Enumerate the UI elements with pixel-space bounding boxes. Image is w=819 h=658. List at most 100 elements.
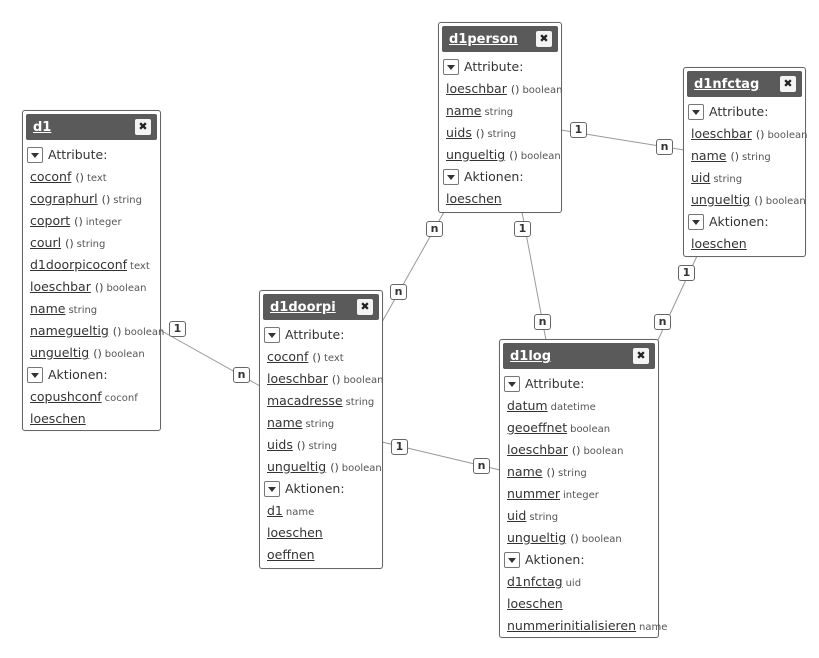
attribute-row: loeschbar()boolean bbox=[684, 123, 807, 145]
section-label: Aktionen: bbox=[285, 481, 345, 496]
entity-d1[interactable]: d1 ✖ Attribute: coconf()text cographurl(… bbox=[22, 110, 164, 431]
chevron-down-icon[interactable] bbox=[443, 58, 459, 75]
close-icon[interactable]: ✖ bbox=[357, 299, 373, 315]
attribute-name[interactable]: loeschbar bbox=[691, 126, 752, 141]
chevron-down-icon[interactable] bbox=[504, 375, 520, 392]
attribute-name[interactable]: name bbox=[30, 301, 66, 316]
attribute-name[interactable]: ungueltig bbox=[691, 192, 751, 207]
close-icon[interactable]: ✖ bbox=[780, 76, 796, 92]
attributes-section-toggle[interactable]: Attribute: bbox=[500, 373, 658, 395]
action-name[interactable]: loeschen bbox=[30, 411, 86, 426]
attribute-name[interactable]: ungueltig bbox=[30, 345, 90, 360]
attribute-name[interactable]: ungueltig bbox=[267, 459, 327, 474]
attribute-name[interactable]: coconf bbox=[267, 349, 309, 364]
attribute-name[interactable]: loeschbar bbox=[507, 442, 568, 457]
chevron-down-icon[interactable] bbox=[688, 213, 704, 230]
attribute-type: string bbox=[558, 468, 587, 479]
cardinality-marker: 1 bbox=[391, 439, 408, 455]
action-row: loeschen bbox=[23, 408, 160, 430]
attribute-row: ungueltig()boolean bbox=[500, 527, 658, 549]
attribute-params: () bbox=[546, 466, 556, 479]
attribute-name[interactable]: name bbox=[446, 103, 482, 118]
attribute-name[interactable]: datum bbox=[507, 398, 548, 413]
chevron-down-icon[interactable] bbox=[443, 168, 459, 185]
entity-d1nfctag[interactable]: d1nfctag ✖ Attribute: loeschbar()boolean… bbox=[683, 67, 807, 257]
attribute-name[interactable]: uids bbox=[446, 125, 472, 140]
attribute-name[interactable]: name bbox=[691, 148, 727, 163]
attribute-name[interactable]: cographurl bbox=[30, 191, 98, 206]
attribute-name[interactable]: d1doorpicoconf bbox=[30, 257, 128, 272]
chevron-down-icon[interactable] bbox=[504, 551, 520, 568]
entity-title[interactable]: d1person bbox=[449, 32, 518, 47]
action-name[interactable]: copushconf bbox=[30, 389, 102, 404]
attribute-name[interactable]: loeschbar bbox=[267, 371, 328, 386]
entity-d1doorpi[interactable]: d1doorpi ✖ Attribute: coconf()text loesc… bbox=[259, 290, 383, 569]
cardinality-marker: 1 bbox=[169, 321, 186, 337]
entity-d1person[interactable]: d1person ✖ Attribute: loeschbar()boolean… bbox=[438, 22, 562, 213]
chevron-down-icon[interactable] bbox=[264, 480, 280, 497]
chevron-down-icon[interactable] bbox=[688, 103, 704, 120]
attributes-section-toggle[interactable]: Attribute: bbox=[684, 101, 805, 123]
action-name[interactable]: oeffnen bbox=[267, 547, 315, 562]
action-name[interactable]: d1 bbox=[267, 503, 283, 518]
attribute-name[interactable]: coconf bbox=[30, 169, 72, 184]
attribute-name[interactable]: uid bbox=[691, 170, 711, 185]
actions-section-toggle[interactable]: Aktionen: bbox=[260, 478, 382, 500]
attributes-section-toggle[interactable]: Attribute: bbox=[260, 324, 382, 346]
attribute-name[interactable]: ungueltig bbox=[507, 530, 567, 545]
entity-title[interactable]: d1nfctag bbox=[694, 77, 760, 92]
action-name[interactable]: loeschen bbox=[691, 236, 747, 251]
attribute-name[interactable]: name bbox=[267, 415, 303, 430]
entity-title[interactable]: d1log bbox=[510, 349, 552, 364]
attribute-name[interactable]: coport bbox=[30, 213, 71, 228]
attribute-type: text bbox=[130, 261, 150, 272]
attribute-name[interactable]: macadresse bbox=[267, 393, 343, 408]
attribute-params: () bbox=[112, 325, 122, 338]
attribute-row: uids()string bbox=[260, 434, 382, 456]
attribute-name[interactable]: nummer bbox=[507, 486, 561, 501]
attribute-type: boolean bbox=[341, 463, 382, 474]
attribute-name[interactable]: loeschbar bbox=[446, 81, 507, 96]
action-name[interactable]: nummerinitialisieren bbox=[507, 618, 637, 633]
action-name[interactable]: loeschen bbox=[446, 191, 502, 206]
attribute-name[interactable]: uids bbox=[267, 437, 293, 452]
attribute-type: boolean bbox=[570, 424, 611, 435]
action-name[interactable]: d1nfctag bbox=[507, 574, 563, 589]
actions-section-toggle[interactable]: Aktionen: bbox=[500, 549, 658, 571]
section-label: Aktionen: bbox=[464, 169, 524, 184]
actions-section-toggle[interactable]: Aktionen: bbox=[439, 166, 561, 188]
action-name[interactable]: loeschen bbox=[507, 596, 563, 611]
attribute-name[interactable]: ungueltig bbox=[446, 147, 506, 162]
chevron-down-icon[interactable] bbox=[27, 366, 43, 383]
attribute-params: () bbox=[570, 532, 579, 545]
attribute-params: () bbox=[509, 149, 518, 162]
attribute-type: string bbox=[713, 174, 743, 185]
close-icon[interactable]: ✖ bbox=[536, 31, 552, 47]
attribute-row: ungueltig()boolean bbox=[260, 456, 382, 478]
close-icon[interactable]: ✖ bbox=[135, 119, 151, 135]
attribute-name[interactable]: courl bbox=[30, 235, 62, 250]
attribute-name[interactable]: namegueltig bbox=[30, 323, 109, 338]
attribute-name[interactable]: uid bbox=[507, 508, 527, 523]
attribute-params: () bbox=[296, 439, 306, 452]
attributes-section-toggle[interactable]: Attribute: bbox=[439, 56, 561, 78]
chevron-down-icon[interactable] bbox=[264, 326, 280, 343]
attribute-name[interactable]: name bbox=[507, 464, 543, 479]
close-icon[interactable]: ✖ bbox=[633, 348, 649, 364]
attribute-params: () bbox=[755, 128, 765, 141]
entity-title[interactable]: d1doorpi bbox=[270, 300, 336, 315]
attributes-section-toggle[interactable]: Attribute: bbox=[23, 144, 160, 166]
entity-title[interactable]: d1 bbox=[33, 120, 52, 135]
actions-section-toggle[interactable]: Aktionen: bbox=[684, 211, 805, 233]
attribute-name[interactable]: geoeffnet bbox=[507, 420, 568, 435]
action-name[interactable]: loeschen bbox=[267, 525, 323, 540]
attribute-row: loeschbar()boolean bbox=[260, 368, 383, 390]
attribute-name[interactable]: loeschbar bbox=[30, 279, 91, 294]
cardinality-marker: 1 bbox=[678, 265, 695, 281]
action-row: loeschen bbox=[500, 593, 658, 615]
actions-section-toggle[interactable]: Aktionen: bbox=[23, 364, 160, 386]
attribute-params: () bbox=[331, 373, 341, 386]
chevron-down-icon[interactable] bbox=[27, 146, 43, 163]
